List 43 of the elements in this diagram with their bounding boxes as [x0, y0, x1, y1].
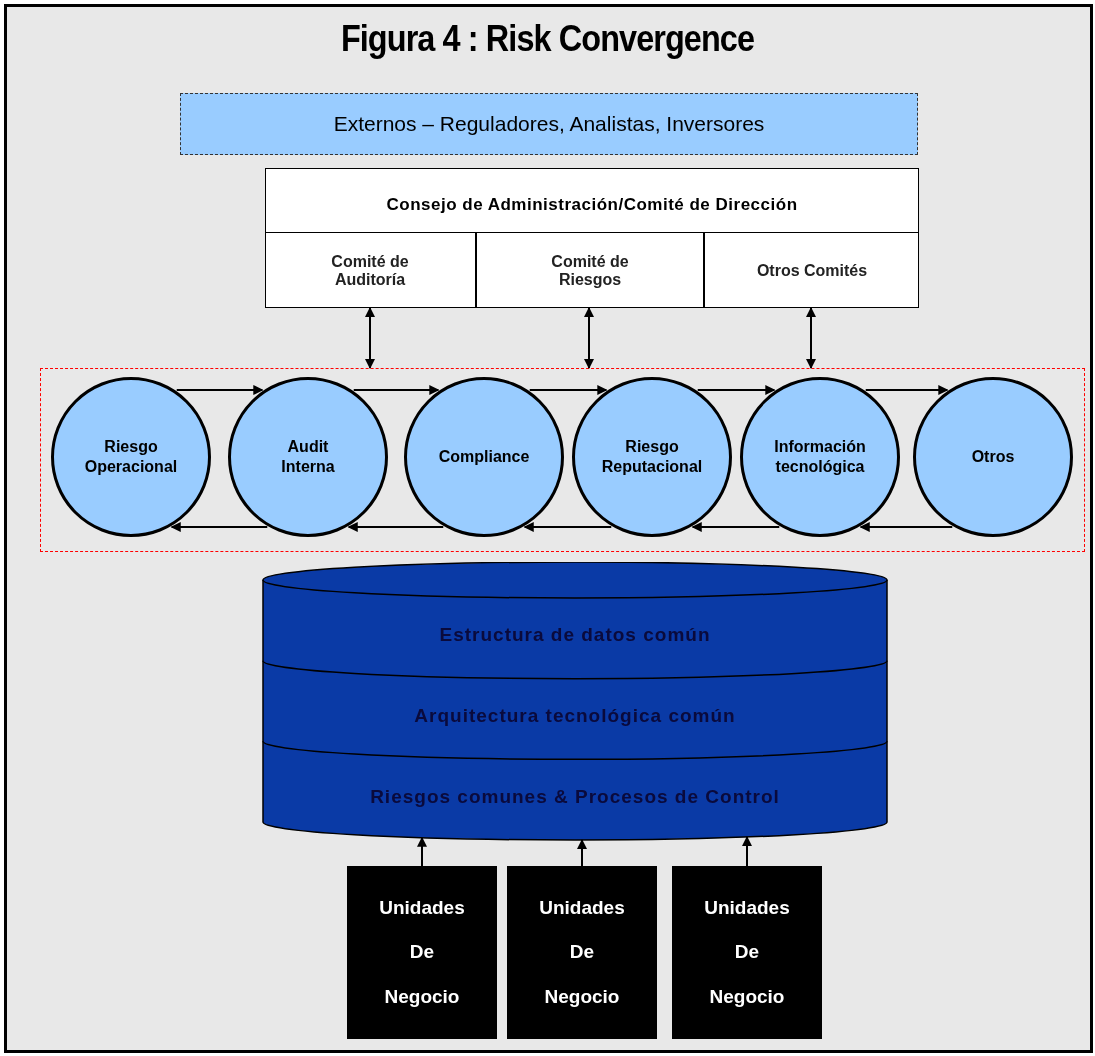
business-unit-box [507, 866, 657, 1039]
database-cylinder [262, 562, 888, 842]
business-unit-box [672, 866, 822, 1039]
arrow [175, 385, 264, 395]
unit-label: Unidades De Negocio [539, 895, 625, 1009]
unit-label: Unidades De Negocio [704, 895, 790, 1009]
circle-label: Compliance [437, 447, 531, 467]
arrow [170, 522, 269, 532]
arrow [365, 307, 375, 369]
layer-label: Riesgos comunes & Procesos de Control [369, 785, 781, 808]
arrow [696, 385, 776, 395]
committee-label: Comité de Riesgos [550, 252, 630, 289]
circle-label: Información tecnológica [773, 437, 867, 477]
arrow [577, 839, 587, 867]
business-unit-box [347, 866, 497, 1039]
circle-label: Otros [970, 447, 1016, 467]
arrow [864, 385, 949, 395]
arrow [528, 385, 608, 395]
diagram-title: Figura 4 : Risk Convergence [339, 18, 756, 60]
arrow [584, 307, 594, 369]
committee-label: Otros Comités [755, 261, 869, 280]
committee-cell [703, 232, 919, 308]
circle-label: Riesgo Operacional [83, 437, 179, 477]
panel-heading: Consejo de Administración/Comité de Dirección [386, 195, 798, 215]
arrow [347, 522, 445, 532]
layer-label: Arquitectura tecnológica común [413, 705, 737, 727]
band-label: Externos – Reguladores, Analistas, Inversores [333, 112, 765, 136]
committee-label: Comité de Auditoría [330, 252, 410, 289]
board-panel [265, 168, 919, 308]
circle-label: Audit Interna [280, 437, 336, 477]
circle-label: Riesgo Reputacional [600, 437, 704, 477]
arrow [352, 385, 440, 395]
arrow [859, 522, 954, 532]
arrow [806, 307, 816, 369]
unit-label: Unidades De Negocio [379, 895, 465, 1009]
arrow [417, 836, 427, 867]
external-band [180, 93, 918, 155]
layer-label: Estructura de datos común [438, 624, 712, 647]
arrow [691, 522, 781, 532]
arrow [742, 836, 752, 867]
function-group-box [40, 368, 1085, 552]
committee-cell [475, 232, 703, 308]
arrow [523, 522, 613, 532]
